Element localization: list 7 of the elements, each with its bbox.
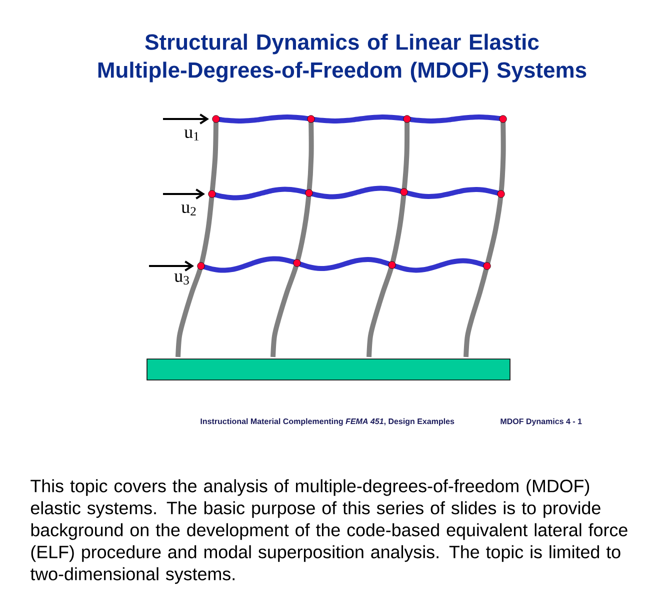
- footer-text: MDOF Dynamics 4 - 1: [500, 418, 582, 426]
- displacement-label: u$_{3}$: [174, 274, 189, 284]
- caption-text: This topic covers the analysis of multiple-degrees-of-freedom (MDOF) elastic systems. The basic purpose of this series of slides is to provide background on the development of the code-based equivalent lateral force (ELF) procedure and modal superposition analysis. The topic is limited to two-dimensional systems.: [30, 479, 628, 584]
- displacement-label: u$_{1}$: [184, 130, 199, 140]
- displacement-label: u$_{2}$: [181, 204, 196, 216]
- title: Structural Dynamics of Linear Elastic Multiple-Degrees-of-Freedom (MDOF) Systems: [98, 34, 586, 82]
- footer-text: Instructional Material Complementing FEMA 451, Design Examples: [200, 418, 454, 426]
